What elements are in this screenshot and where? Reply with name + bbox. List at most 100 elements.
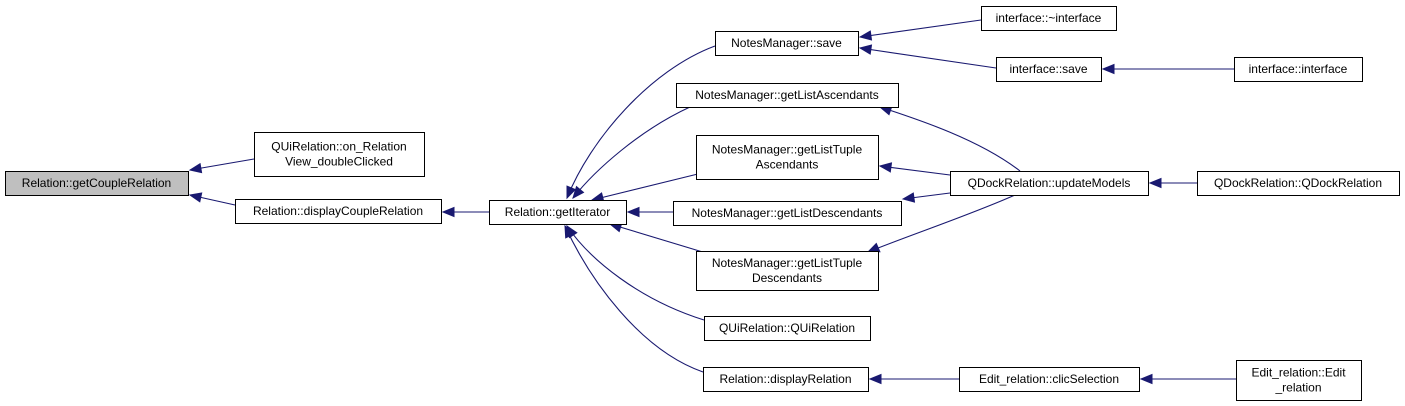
nodes-layer: Relation::getCoupleRelationQUiRelation::…: [5, 6, 1400, 401]
edge-quiRelationCtor-to-getIterator: [566, 224, 705, 321]
arrowhead-icon: [1139, 373, 1153, 385]
edge-interfaceCtor-to-interfaceSave: [1101, 63, 1234, 75]
node-editRelationCtor[interactable]: Edit_relation::Edit_relation: [1236, 360, 1362, 401]
node-box[interactable]: [696, 251, 879, 291]
node-interfaceDtor[interactable]: interface::~interface: [981, 6, 1117, 31]
node-label: Relation::displayRelation: [719, 372, 851, 386]
node-label: QUiRelation::on_Relation: [271, 140, 406, 154]
node-box[interactable]: [696, 135, 879, 180]
edge-interfaceSave-to-notesSave: [858, 44, 997, 69]
arrowhead-icon: [188, 192, 203, 203]
node-box[interactable]: [676, 83, 899, 108]
focus-node-box[interactable]: [5, 171, 189, 196]
arrowhead-icon: [1101, 63, 1115, 75]
node-box[interactable]: [673, 201, 902, 226]
node-getListDescendants[interactable]: NotesManager::getListDescendants: [673, 201, 902, 226]
edge-line: [591, 171, 707, 201]
node-label: NotesManager::getListTuple: [712, 256, 863, 270]
edge-updateModels-to-getListTupleAscendants: [878, 162, 951, 176]
node-box[interactable]: [1236, 360, 1362, 401]
node-getCoupleRelation[interactable]: Relation::getCoupleRelation: [5, 171, 189, 196]
edge-getListTupleDescendants-to-getIterator: [608, 222, 707, 254]
node-displayRelation[interactable]: Relation::displayRelation: [703, 367, 869, 392]
node-box[interactable]: [235, 199, 442, 224]
arrowhead-icon: [858, 30, 873, 41]
edge-clicSelection-to-displayRelation: [868, 373, 959, 385]
node-box[interactable]: [254, 132, 425, 177]
arrowhead-icon: [188, 162, 203, 174]
arrowhead-icon: [866, 242, 881, 253]
node-label: Relation::getIterator: [505, 205, 610, 219]
edge-line: [879, 106, 1021, 172]
node-getIterator[interactable]: Relation::getIterator: [489, 200, 627, 225]
arrowhead-icon: [868, 373, 882, 385]
edges-layer: [188, 19, 1236, 385]
node-label: Descendants: [752, 271, 822, 285]
node-getListAscendants[interactable]: NotesManager::getListAscendants: [676, 83, 899, 108]
node-box[interactable]: [981, 6, 1117, 31]
edge-onRelationViewDoubleClicked-to-getCoupleRelation: [188, 158, 255, 174]
arrowhead-icon: [878, 162, 893, 173]
edge-updateModels-to-getListAscendants: [878, 105, 1021, 172]
node-box[interactable]: [1234, 57, 1363, 82]
edge-getListTupleAscendants-to-getIterator: [590, 171, 707, 203]
node-interfaceSave[interactable]: interface::save: [996, 57, 1102, 82]
arrowhead-icon: [901, 192, 916, 203]
arrowhead-icon: [626, 206, 640, 218]
arrowhead-icon: [566, 185, 577, 200]
node-onRelationViewDoubleClicked[interactable]: QUiRelation::on_RelationView_doubleClick…: [254, 132, 425, 177]
edge-updateModels-to-getListDescendants: [901, 192, 951, 203]
edge-displayCoupleRelation-to-getCoupleRelation: [188, 192, 236, 206]
node-updateModels[interactable]: QDockRelation::updateModels: [950, 171, 1149, 196]
node-interfaceCtor[interactable]: interface::interface: [1234, 57, 1363, 82]
edge-line: [564, 225, 704, 373]
edge-editRelationCtor-to-clicSelection: [1139, 373, 1236, 385]
node-label: Edit_relation::clicSelection: [979, 372, 1119, 386]
node-notesSave[interactable]: NotesManager::save: [715, 31, 859, 56]
node-label: NotesManager::getListDescendants: [692, 206, 883, 220]
node-box[interactable]: [703, 367, 869, 392]
node-displayCoupleRelation[interactable]: Relation::displayCoupleRelation: [235, 199, 442, 224]
node-box[interactable]: [996, 57, 1102, 82]
edge-line: [859, 47, 997, 69]
node-quiRelationCtor[interactable]: QUiRelation::QUiRelation: [704, 316, 871, 341]
arrowhead-icon: [441, 206, 455, 218]
node-label: _relation: [1274, 381, 1321, 395]
arrowhead-icon: [572, 185, 585, 200]
edge-line: [867, 194, 1016, 253]
edge-qDockRelationCtor-to-updateModels: [1148, 177, 1197, 189]
node-box[interactable]: [1197, 171, 1400, 196]
node-label: QDockRelation::updateModels: [968, 176, 1131, 190]
edge-line: [609, 223, 707, 254]
node-box[interactable]: [950, 171, 1149, 196]
node-label: Edit_relation::Edit: [1251, 366, 1346, 380]
node-label: NotesManager::save: [731, 36, 842, 50]
arrowhead-icon: [1148, 177, 1162, 189]
edge-getListAscendants-to-getIterator: [572, 106, 691, 200]
node-label: View_doubleClicked: [285, 155, 393, 169]
arrowhead-icon: [564, 224, 575, 239]
edge-interfaceDtor-to-notesSave: [858, 19, 982, 41]
node-box[interactable]: [704, 316, 871, 341]
node-label: interface::~interface: [996, 11, 1102, 25]
arrowhead-icon: [858, 44, 873, 55]
node-label: interface::interface: [1249, 62, 1348, 76]
node-label: interface::save: [1009, 62, 1087, 76]
node-label: Relation::displayCoupleRelation: [253, 204, 423, 218]
edge-line: [859, 19, 982, 38]
node-box[interactable]: [959, 367, 1140, 392]
edge-getIterator-to-displayCoupleRelation: [441, 206, 489, 218]
edge-notesSave-to-getIterator: [566, 45, 716, 200]
node-box[interactable]: [715, 31, 859, 56]
node-box[interactable]: [489, 200, 627, 225]
node-label: NotesManager::getListAscendants: [695, 88, 878, 102]
edge-line: [572, 106, 691, 199]
node-qDockRelationCtor[interactable]: QDockRelation::QDockRelation: [1197, 171, 1400, 196]
node-label: QDockRelation::QDockRelation: [1214, 176, 1382, 190]
node-label: NotesManager::getListTuple: [712, 143, 863, 157]
node-clicSelection[interactable]: Edit_relation::clicSelection: [959, 367, 1140, 392]
node-label: Relation::getCoupleRelation: [22, 176, 171, 190]
